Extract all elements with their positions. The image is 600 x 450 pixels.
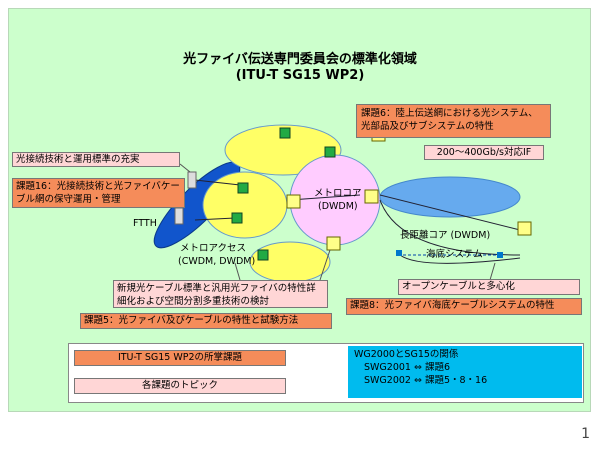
- page-number: 1: [581, 426, 590, 442]
- ftth-label: FTTH: [133, 218, 157, 229]
- network-links: [194, 179, 521, 264]
- q5-topic-note: 新規光ケーブル標準と汎用光ファイバの特性詳細化および空間分割多重技術の検討: [113, 280, 328, 308]
- long-haul-ring: [379, 176, 521, 218]
- metro-access-dwdm-label: (CWDM, DWDM): [178, 256, 256, 267]
- q16-topic-note: 光接続技術と運用標準の充実: [12, 152, 180, 167]
- q8-note: 課題8：光ファイバ海底ケーブルシステムの特性: [346, 298, 582, 315]
- slide-subtitle: (ITU-T SG15 WP2): [235, 68, 365, 83]
- metro-access-label: メトロアクセス: [180, 243, 247, 254]
- q16-note: 課題16：光接続技術と光ファイバケーブル網の保守運用・管理: [12, 178, 185, 208]
- legend-pink-item: 各課題のトピック: [74, 378, 286, 394]
- metro-core-dwdm-label: (DWDM): [318, 201, 358, 212]
- legend-relation-2: SWG2002 ⇔ 課題5・8・16: [364, 375, 488, 386]
- legend-relation-1: SWG2001 ⇔ 課題6: [364, 362, 451, 373]
- submarine-label: 海底システム: [426, 249, 483, 260]
- q5-note: 課題5：光ファイバ及びケーブルの特性と試験方法: [80, 313, 332, 329]
- metro-lower-ring: [249, 241, 331, 283]
- onu-icons: [174, 171, 197, 225]
- long-haul-label: 長距離コア (DWDM): [400, 230, 491, 241]
- legend-relation-box: WG2000とSG15の関係 SWG2001 ⇔ 課題6 SWG2002 ⇔ 課…: [348, 346, 582, 398]
- q8-topic-note: オープンケーブルと多心化: [398, 279, 580, 295]
- slide-title: 光ファイバ伝送専門委員会の標準化領域: [183, 52, 417, 67]
- bitrate-topic-note: 200～400Gb/s対応IF: [424, 145, 544, 160]
- submarine-terminal-icons: [396, 250, 503, 258]
- legend-relation-title: WG2000とSG15の関係: [354, 349, 459, 360]
- q6-note: 課題6：陸上伝送網における光システム、光部品及びサブシステムの特性: [356, 104, 551, 138]
- green-node-icons: [231, 127, 336, 261]
- legend-orange-item: ITU-T SG15 WP2の所掌課題: [74, 350, 286, 366]
- metro-core-label: メトロコア: [314, 188, 362, 199]
